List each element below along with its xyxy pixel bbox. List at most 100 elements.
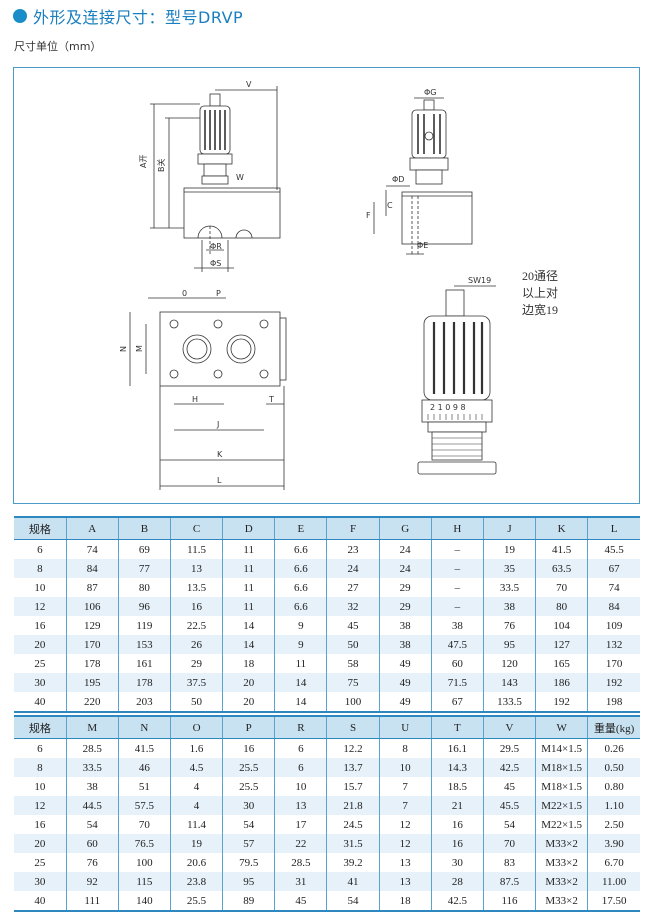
table-cell: 11.4 [169, 815, 224, 834]
table-cell: 10 [14, 777, 67, 796]
table-cell: 31 [274, 872, 328, 891]
table-cell: 25 [14, 853, 67, 872]
table-cell: 69 [117, 539, 171, 559]
table-cell: 54 [65, 815, 119, 834]
note-line-1: 20通径 [522, 269, 558, 283]
table-cell: 70 [117, 815, 171, 834]
table-cell: 45 [274, 891, 328, 912]
table-cell: 220 [65, 692, 119, 713]
table-cell: 28.5 [274, 853, 328, 872]
table-cell: 21 [430, 796, 484, 815]
column-header: V [482, 715, 537, 739]
table-cell: 38 [430, 616, 484, 635]
table-cell: 132 [587, 635, 640, 654]
table-cell: 1.6 [169, 738, 224, 758]
table-cell: 21.8 [326, 796, 380, 815]
table-cell: 198 [587, 692, 640, 713]
table-cell: 109 [587, 616, 640, 635]
table-cell: 50 [169, 692, 224, 713]
table-cell: 92 [65, 872, 119, 891]
column-header: T [430, 715, 484, 739]
column-header: N [117, 715, 171, 739]
table-cell: 11 [222, 539, 276, 559]
table-cell: 50 [326, 635, 380, 654]
table-cell: 67 [587, 559, 640, 578]
table-cell: 10 [274, 777, 328, 796]
table-cell: 116 [482, 891, 537, 912]
table-cell: 54 [222, 815, 276, 834]
table-cell: 42.5 [430, 891, 484, 912]
table-cell: 49 [378, 654, 432, 673]
table-cell: 84 [587, 597, 640, 616]
table-cell: 20 [14, 834, 67, 853]
table-cell: 38 [65, 777, 119, 796]
table-cell: – [430, 597, 484, 616]
table-cell: 165 [535, 654, 589, 673]
table-cell: M22×1.5 [535, 815, 589, 834]
table-cell: 16 [14, 815, 67, 834]
table-cell: 12.2 [326, 738, 380, 758]
table-cell: 75 [326, 673, 380, 692]
table-cell: 13 [169, 559, 224, 578]
title-bullet-icon [13, 9, 27, 23]
table-cell: 46 [117, 758, 171, 777]
dim-label-s: ΦS [210, 259, 221, 268]
column-header: A [65, 516, 119, 540]
table-cell: 143 [482, 673, 537, 692]
table-cell: 14.3 [430, 758, 484, 777]
table-cell: 104 [535, 616, 589, 635]
table-cell: 9 [274, 635, 328, 654]
column-header: F [326, 516, 380, 540]
table-cell: 6 [14, 738, 67, 758]
table-cell: 30 [14, 872, 67, 891]
column-header: 重量(kg) [587, 715, 640, 739]
top-view: 0 P N M H T J K L [119, 289, 287, 490]
dim-label-f: F [366, 211, 371, 220]
table-cell: 15.7 [326, 777, 380, 796]
table-cell: 79.5 [222, 853, 276, 872]
table-cell: 45 [326, 616, 380, 635]
table-cell: 13.5 [169, 578, 224, 597]
table-cell: 54 [326, 891, 380, 912]
table-cell: 47.5 [430, 635, 484, 654]
table-cell: 127 [535, 635, 589, 654]
table-cell: 22 [274, 834, 328, 853]
table-cell: 19 [169, 834, 224, 853]
table-cell: 60 [430, 654, 484, 673]
table-cell: 178 [117, 673, 171, 692]
table-cell: 80 [535, 597, 589, 616]
table-cell: 30 [222, 796, 276, 815]
table-cell: 11 [274, 654, 328, 673]
dim-label-b: B关 [156, 159, 166, 173]
table-cell: 54 [482, 815, 537, 834]
table-cell: 4 [169, 777, 224, 796]
table-cell: 35 [482, 559, 537, 578]
dim-label-p: P [216, 289, 221, 298]
table-cell: 49 [378, 673, 432, 692]
table-cell: 38 [378, 616, 432, 635]
dim-label-m: M [135, 345, 144, 352]
table-cell: 18.5 [430, 777, 484, 796]
dim-label-w: W [236, 173, 244, 182]
table-cell: 11 [222, 597, 276, 616]
table-cell: 18 [378, 891, 432, 912]
table-cell: 9 [274, 616, 328, 635]
table-cell: 20 [14, 635, 67, 654]
table-cell: 24 [378, 559, 432, 578]
table-cell: 16 [14, 616, 67, 635]
table-cell: 51 [117, 777, 171, 796]
dim-label-a: A开 [139, 155, 148, 168]
table-cell: 29 [378, 578, 432, 597]
column-header: L [587, 516, 640, 540]
table-cell: 24.5 [326, 815, 380, 834]
table-cell: 6.6 [274, 539, 328, 559]
column-header: W [535, 715, 589, 739]
table-cell: 26 [169, 635, 224, 654]
table-cell: 6 [274, 738, 328, 758]
table-cell: 7 [378, 777, 432, 796]
